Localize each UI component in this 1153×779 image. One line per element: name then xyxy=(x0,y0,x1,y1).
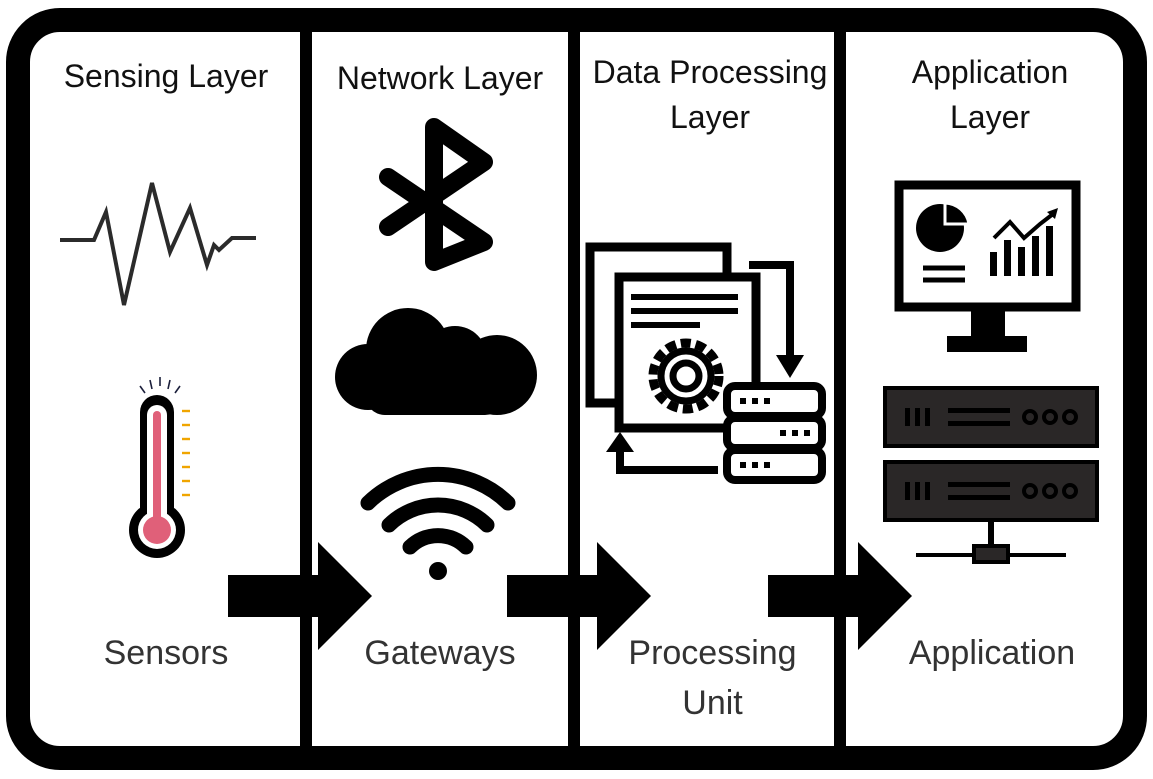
layer-title-processing: Data Processing Layer xyxy=(592,54,828,135)
monitor-dashboard-icon xyxy=(894,180,1081,352)
right-arrow-icon xyxy=(768,542,912,650)
document-gear-database-icon xyxy=(585,242,826,484)
wifi-icon xyxy=(360,466,516,580)
bluetooth-icon xyxy=(379,118,493,271)
layer-label-sensors: Sensors xyxy=(103,634,229,672)
cloud-icon xyxy=(335,308,537,415)
layer-label-processing-unit: Processing Unit xyxy=(628,634,797,722)
layer-label-application: Application xyxy=(908,634,1076,672)
waveform-icon xyxy=(60,182,256,306)
layer-title-network: Network Layer xyxy=(336,60,544,96)
layer-title-sensing: Sensing Layer xyxy=(63,58,269,94)
layer-label-gateways: Gateways xyxy=(364,634,516,672)
layer-title-application: Application Layer xyxy=(911,54,1069,135)
right-arrow-icon xyxy=(507,542,651,650)
thermometer-icon xyxy=(129,377,190,558)
divider-2 xyxy=(568,20,580,758)
right-arrow-icon xyxy=(228,542,372,650)
server-rack-icon xyxy=(883,386,1099,564)
divider-1 xyxy=(300,20,312,758)
divider-3 xyxy=(834,20,846,758)
